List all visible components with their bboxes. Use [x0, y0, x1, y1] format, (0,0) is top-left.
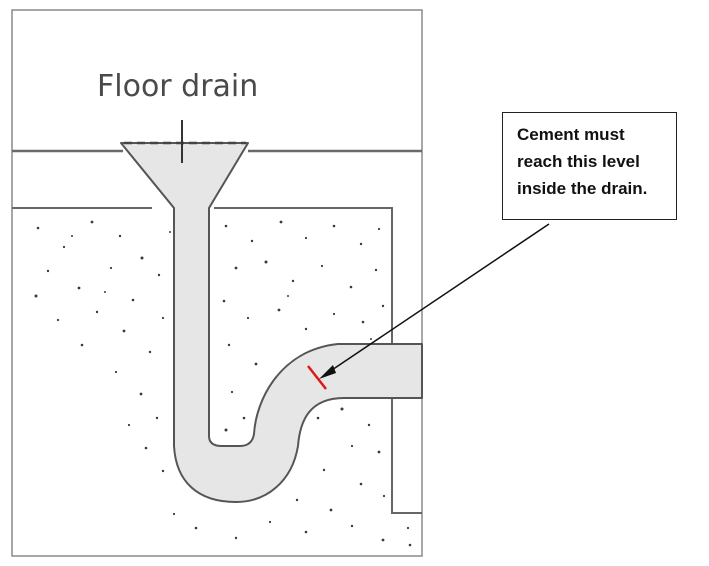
callout-line-2: reach this level — [517, 152, 640, 171]
callout-line-3: inside the drain. — [517, 179, 648, 198]
concrete-slab-outline — [12, 207, 422, 514]
callout-line-1: Cement must — [517, 125, 625, 144]
drain-pipe — [120, 142, 423, 503]
cement-level-marker — [307, 365, 327, 390]
callout-box: Cement must reach this level inside the … — [502, 112, 677, 220]
callout-arrow — [319, 223, 550, 379]
floor-drain-label: Floor drain — [97, 69, 258, 104]
concrete-speckles — [34, 220, 412, 547]
